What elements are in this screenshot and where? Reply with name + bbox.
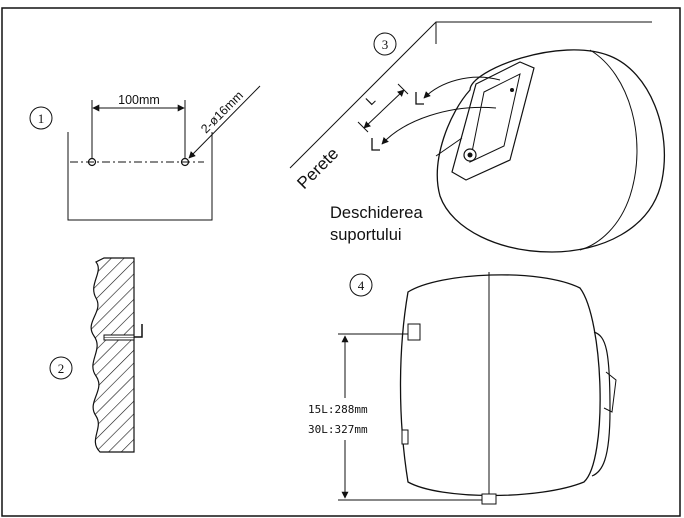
step-3-number: 3 [382, 37, 389, 52]
step-3-length-label: L [363, 92, 379, 108]
step-1-hole-right [180, 157, 190, 167]
step-3-opening-leader [435, 137, 463, 157]
step-3-guide-curve-lower [381, 106, 497, 145]
step-1-hole-spec-label: 2-ø16mm [198, 88, 246, 136]
diagram-frame [1, 7, 681, 517]
step-4-number-circle [349, 273, 373, 297]
step-1-number-circle [29, 106, 53, 130]
step-1-number: 1 [38, 111, 45, 126]
step-3-hook-upper [415, 92, 424, 105]
step-2-number-circle [49, 356, 73, 380]
step-4-height-30l: 30L:327mm [308, 423, 368, 436]
step-2-hook [134, 324, 143, 338]
step-3-number-circle [373, 32, 397, 56]
step-3-hook-lower [371, 138, 380, 151]
step-4-heater-body [399, 274, 601, 497]
step-3-wall-label: Perete [293, 144, 342, 193]
step-1-outline [67, 132, 213, 221]
step-1-drilling: 1 100mm 2-ø16mm [29, 85, 261, 221]
step-4-height-15l: 15L:288mm [308, 403, 368, 416]
step-3-caption-line-1: Deschiderea [330, 204, 423, 222]
step-3-hanging: 3 Perete L Deschiderea suportului [289, 21, 666, 253]
step-4-front-cover [591, 331, 611, 477]
step-4-number: 4 [358, 278, 365, 293]
step-1-spacing-label: 100mm [118, 93, 160, 107]
step-3-caption-line-2: suportului [330, 226, 402, 244]
step-3-length-dimension [363, 89, 405, 129]
step-4-mounted: 4 15L:288mm 30L:327mm [306, 272, 617, 505]
step-4-outlet-pipe [481, 493, 497, 505]
step-1-hole-left [87, 157, 97, 167]
step-2-number: 2 [58, 361, 65, 376]
step-2-anchor: 2 [49, 257, 143, 453]
step-2-wall-section [90, 257, 135, 453]
step-3-guide-curve-upper [423, 76, 501, 99]
step-4-mounting-lug [407, 323, 421, 341]
step-1-hole-leader [188, 85, 261, 159]
